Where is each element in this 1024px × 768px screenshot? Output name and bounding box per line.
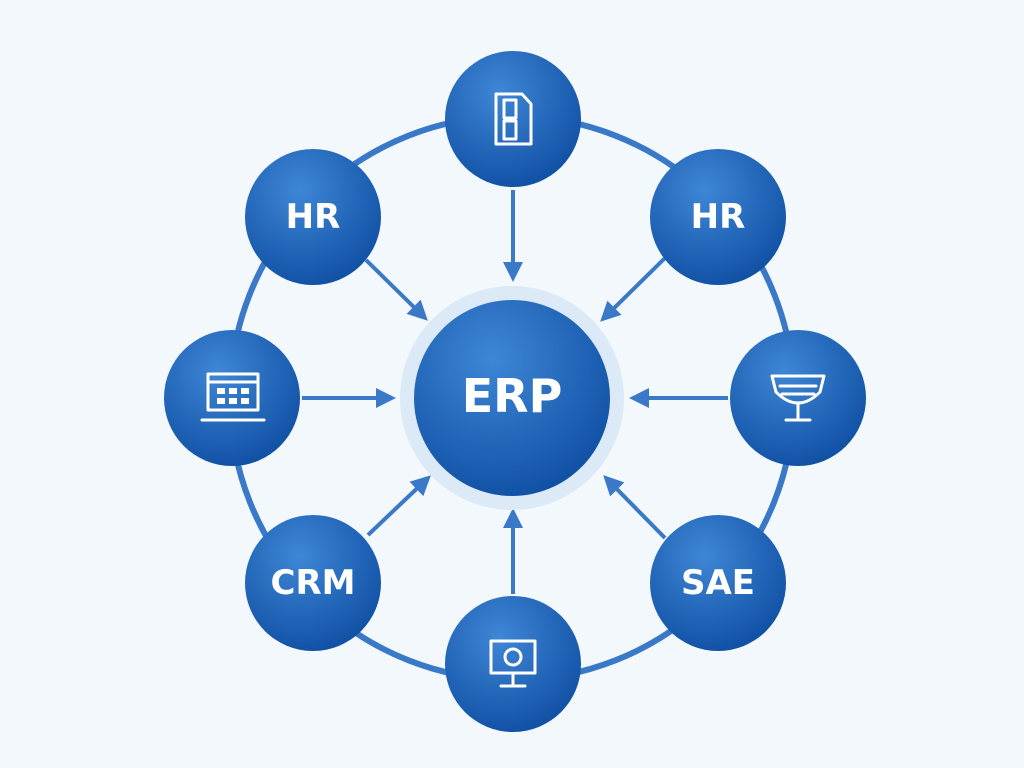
center-node-label: ERP bbox=[462, 369, 563, 423]
arrow-from-top-right bbox=[600, 256, 667, 322]
monitor-stand-icon bbox=[770, 374, 826, 422]
node-bottom-left-crm[interactable]: CRM bbox=[245, 515, 381, 651]
node-top[interactable] bbox=[445, 51, 581, 187]
peripheral-nodes: HR SAE bbox=[164, 51, 866, 732]
arrow-from-top-left bbox=[364, 258, 428, 321]
node-top-left-label: HR bbox=[286, 197, 341, 237]
node-right[interactable] bbox=[730, 330, 866, 466]
node-bottom-right-label: SAE bbox=[681, 563, 755, 603]
arrow-from-bottom-right bbox=[603, 475, 667, 540]
node-left[interactable] bbox=[164, 330, 300, 466]
node-bottom[interactable] bbox=[445, 596, 581, 732]
node-top-right-label: HR bbox=[691, 197, 746, 237]
arrow-from-bottom-left bbox=[366, 475, 431, 537]
center-node-erp[interactable]: ERP bbox=[414, 300, 610, 496]
node-top-left-hr[interactable]: HR bbox=[245, 149, 381, 285]
connector-arrows bbox=[302, 190, 728, 594]
node-bottom-right-sae[interactable]: SAE bbox=[650, 515, 786, 651]
monitor-icon bbox=[489, 639, 537, 688]
node-bottom-left-label: CRM bbox=[271, 563, 356, 603]
laptop-icon bbox=[200, 372, 266, 422]
sim-card-icon bbox=[494, 92, 533, 146]
node-top-right-hr[interactable]: HR bbox=[650, 149, 786, 285]
